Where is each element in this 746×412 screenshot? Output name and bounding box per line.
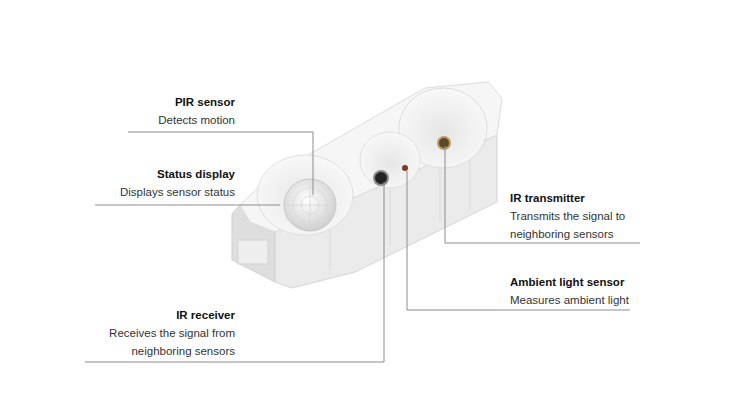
part-description: Displays sensor status [120, 183, 235, 201]
part-description: Transmits the signal to neighboring sens… [510, 207, 660, 243]
sensor-recess [360, 132, 420, 188]
part-description: Detects motion [158, 111, 235, 129]
connector-port [238, 240, 268, 264]
part-name: IR receiver [176, 306, 235, 324]
part-description: Receives the signal from neighboring sen… [85, 324, 235, 360]
pir-lens [284, 179, 336, 231]
ir-receiver [374, 171, 388, 185]
part-name: PIR sensor [175, 93, 235, 111]
leader-lines [85, 132, 640, 362]
ambient-light-sensor [402, 165, 408, 171]
lens-facets [285, 180, 335, 230]
part-name: Ambient light sensor [510, 273, 624, 291]
part-description: Measures ambient light [510, 291, 629, 309]
part-name: IR transmitter [510, 189, 585, 207]
ir-transmitter [438, 137, 450, 149]
pir-recess [257, 155, 353, 235]
part-name: Status display [157, 165, 235, 183]
